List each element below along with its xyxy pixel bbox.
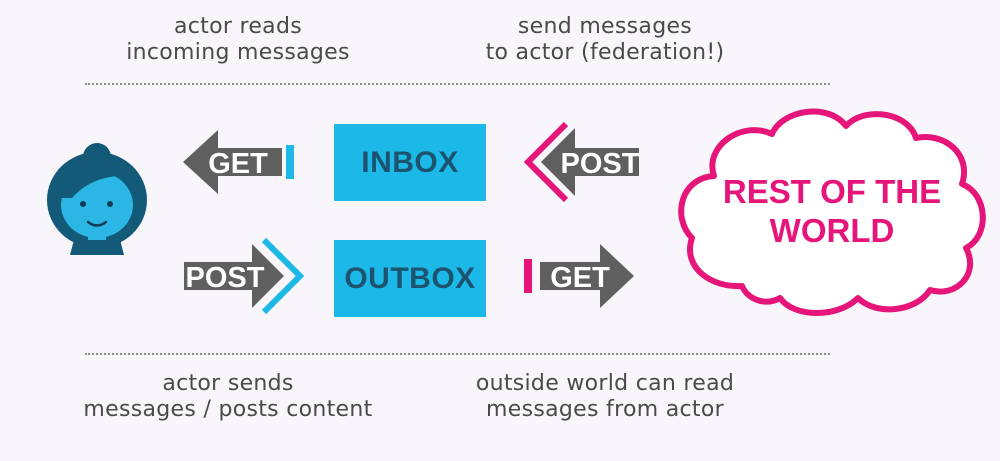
caption-actor-sends: actor sends messages / posts content	[83, 371, 373, 422]
world-get-accent-bar	[524, 259, 532, 293]
cloud-icon: REST OF THE WORLD	[678, 108, 986, 316]
world-post-accent-chevron	[523, 121, 569, 203]
world-post-label: POST	[561, 148, 640, 180]
actor-get-label: GET	[208, 148, 268, 180]
world-post-arrow: POST	[523, 121, 640, 203]
world-get-label: GET	[550, 262, 610, 294]
divider-bottom	[85, 353, 830, 355]
cloud-label-line-2: WORLD	[770, 212, 895, 249]
actor-get-accent-bar	[286, 145, 294, 179]
world-get-arrow: GET	[524, 244, 634, 308]
caption-send-messages: send messages to actor (federation!)	[485, 14, 725, 65]
person-avatar-icon	[47, 143, 147, 255]
caption-actor-reads: actor reads incoming messages	[126, 14, 350, 65]
actor-post-label: POST	[186, 262, 265, 294]
actor-post-accent-chevron	[261, 237, 305, 315]
actor-get-arrow: GET	[183, 130, 294, 194]
caption-outside-world-reads: outside world can read messages from act…	[475, 371, 735, 422]
outbox-box: OUTBOX	[334, 240, 486, 317]
inbox-box: INBOX	[334, 124, 486, 201]
actor-post-arrow: POST	[184, 237, 305, 315]
cloud-label-line-1: REST OF THE	[723, 173, 941, 210]
divider-top	[85, 83, 830, 85]
